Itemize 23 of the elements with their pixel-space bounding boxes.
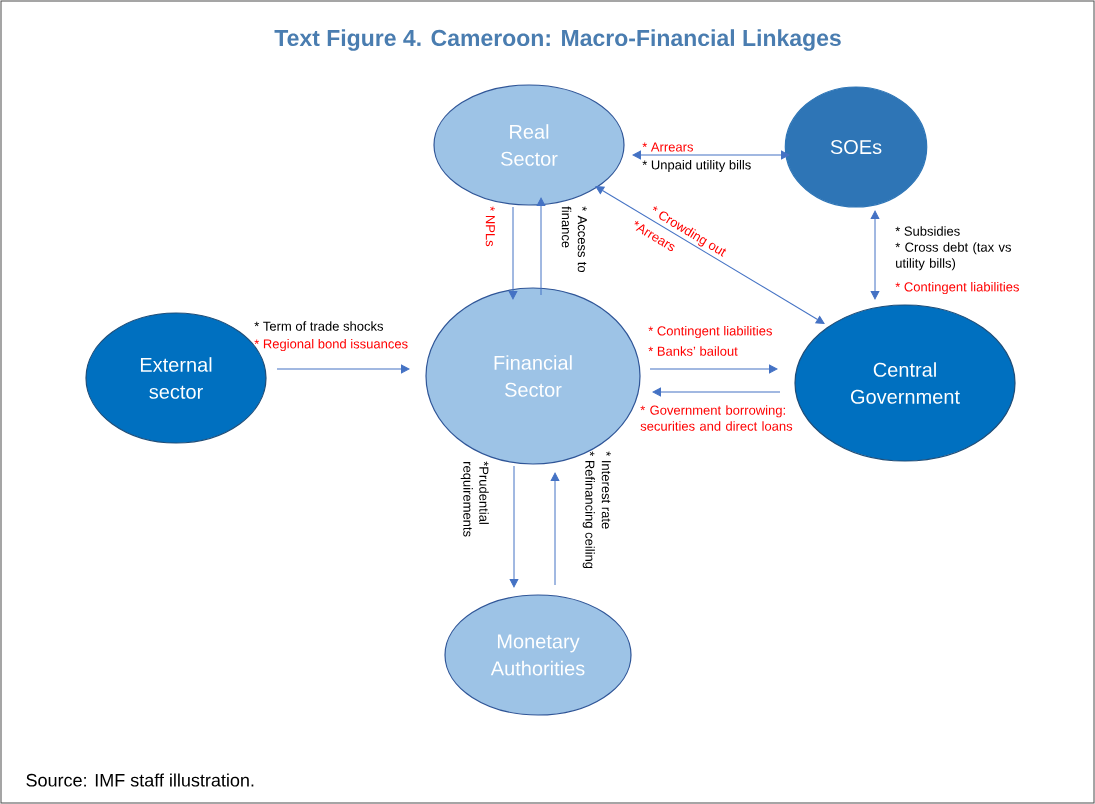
- arrow: [652, 387, 781, 397]
- arrow: [536, 197, 546, 296]
- annotation: * Access to finance: [561, 206, 587, 273]
- arrow: [649, 364, 778, 374]
- arrow: [509, 465, 519, 588]
- arrow: [550, 472, 560, 586]
- ellipse-node: Real Sector: [433, 84, 625, 206]
- arrow: [595, 186, 825, 324]
- ellipse-node: Monetary Authorities: [444, 594, 632, 716]
- arrow: [508, 206, 518, 300]
- ellipse-node: Central Government: [794, 304, 1016, 462]
- arrow: [870, 210, 880, 300]
- annotation: * Unpaid utility bills: [642, 159, 751, 173]
- annotation: * Government borrowing: securities and direct loans: [640, 405, 793, 431]
- annotation: * Contingent liabilities: [648, 325, 772, 339]
- caption: Source: IMF staff illustration.: [26, 773, 254, 787]
- ellipse-node: SOEs: [784, 86, 928, 208]
- annotation: * Subsidies: [895, 226, 960, 236]
- arrow: [632, 150, 790, 160]
- arrow: [276, 364, 410, 374]
- annotation: * Arrears: [642, 142, 693, 152]
- annotation: * Cross debt (tax vs utility bills): [895, 242, 1012, 271]
- title: Text Figure 4. Cameroon: Macro-Financial Linkages: [274, 29, 841, 51]
